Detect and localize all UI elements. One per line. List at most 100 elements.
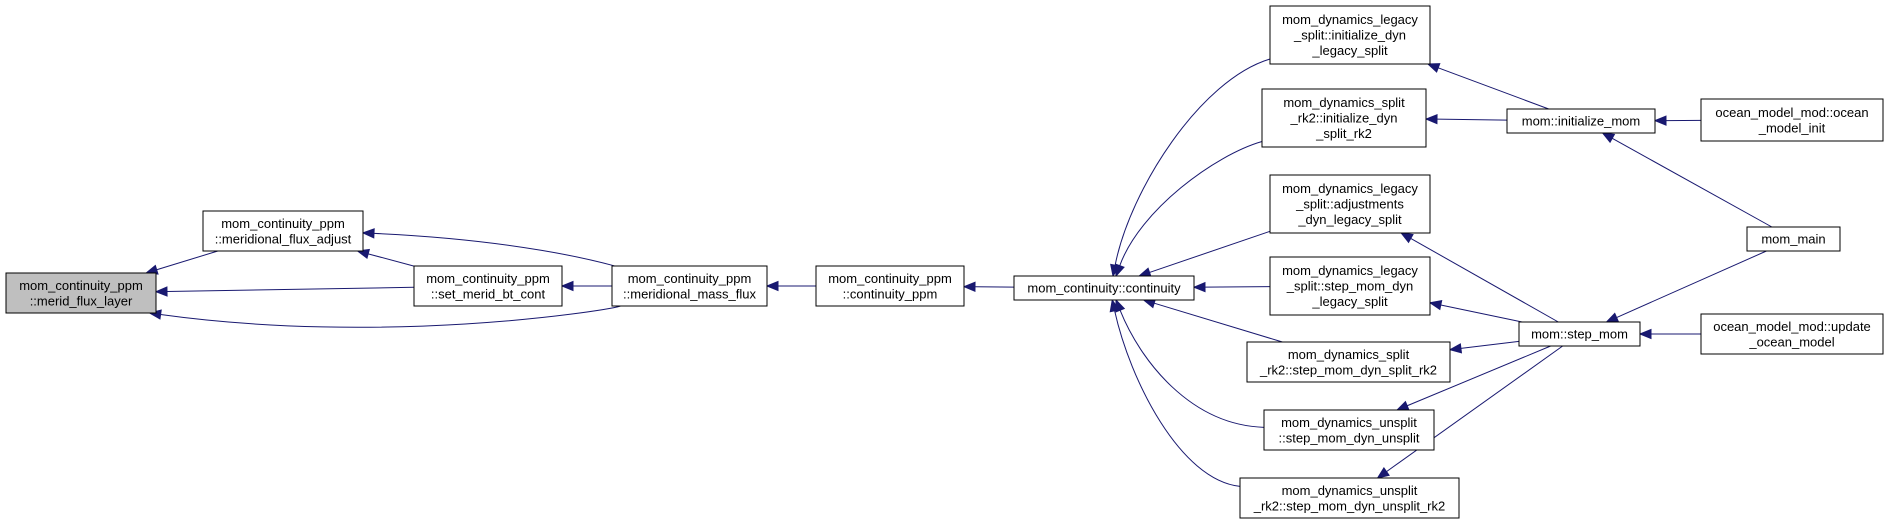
node-label-line: mom_main <box>1761 232 1825 247</box>
node-box <box>1518 321 1641 347</box>
edge-step_mom_dyn_unsplit_rk2-to-continuity <box>1109 298 1241 487</box>
node-mom-main[interactable]: mom_main <box>1746 226 1841 252</box>
node-label-line: mom_continuity_ppm <box>19 278 143 293</box>
node-label-line: _rk2::step_mom_dyn_split_rk2 <box>1259 362 1437 377</box>
edge-mom_main-to-initialize_mom <box>1601 132 1773 228</box>
node-set-merid-bt-cont[interactable]: mom_continuity_ppm::set_merid_bt_cont <box>413 265 563 307</box>
edge-meridional_mass_flux-to-meridional_flux_adjust <box>361 228 616 267</box>
node-continuity[interactable]: mom_continuity::continuity <box>1013 275 1195 301</box>
arrowhead <box>1605 312 1620 323</box>
edge-line <box>1386 345 1563 473</box>
edge-step_mom-to-step_mom_dyn_split_rk2 <box>1448 340 1520 354</box>
edge-line <box>1440 304 1523 323</box>
node-label-line: ::step_mom_dyn_unsplit <box>1279 430 1420 445</box>
edge-line <box>1119 141 1263 266</box>
node-adjustments-dyn-legacy-split[interactable]: mom_dynamics_legacy_split::adjustments_d… <box>1269 174 1431 234</box>
edge-line <box>1616 250 1767 318</box>
node-box <box>1269 5 1431 65</box>
node-label-line: mom::step_mom <box>1531 327 1628 342</box>
nodes-layer: mom_continuity_ppm::merid_flux_layermom_… <box>5 5 1884 519</box>
edge-initialize_mom-to-initialize_dyn_legacy_split <box>1426 63 1549 110</box>
node-initialize-dyn-legacy-split[interactable]: mom_dynamics_legacy_split::initialize_dy… <box>1269 5 1431 65</box>
node-label-line: mom_dynamics_legacy <box>1282 263 1418 278</box>
node-box <box>202 210 364 252</box>
arrowhead <box>765 280 779 292</box>
node-box <box>413 265 563 307</box>
node-step-mom-dyn-legacy-split[interactable]: mom_dynamics_legacy_split::step_mom_dyn_… <box>1269 256 1431 316</box>
node-box <box>1013 275 1195 301</box>
node-meridional-flux-adjust[interactable]: mom_continuity_ppm::meridional_flux_adju… <box>202 210 364 252</box>
node-box <box>1700 98 1884 142</box>
edge-line <box>1460 340 1520 349</box>
node-step-mom-dyn-unsplit[interactable]: mom_dynamics_unsplit::step_mom_dyn_unspl… <box>1263 409 1435 451</box>
edge-line <box>1406 345 1551 407</box>
arrowhead <box>1448 343 1463 354</box>
node-label-line: _dyn_legacy_split <box>1297 212 1402 227</box>
node-label-line: mom::initialize_mom <box>1522 114 1640 129</box>
arrowhead <box>1400 232 1414 244</box>
node-label-line: _split::initialize_dyn <box>1293 28 1406 43</box>
arrowhead <box>962 281 976 293</box>
edge-set_merid_bt_cont-to-meridional_flux_adjust <box>356 248 415 267</box>
node-label-line: ::meridional_flux_adjust <box>215 231 352 246</box>
node-box <box>1269 174 1431 234</box>
edge-line <box>368 253 415 267</box>
node-step-mom[interactable]: mom::step_mom <box>1518 321 1641 347</box>
edge-mom_main-to-step_mom <box>1605 250 1767 323</box>
node-merid-flux-layer[interactable]: mom_continuity_ppm::merid_flux_layer <box>5 272 157 314</box>
node-label-line: mom_continuity_ppm <box>628 271 752 286</box>
edge-ocean_model_init-to-initialize_mom <box>1653 115 1702 126</box>
arrowhead <box>1137 267 1152 278</box>
node-ocean-model-init[interactable]: ocean_model_mod::ocean_model_init <box>1700 98 1884 142</box>
edge-adjustments_dyn_legacy_split-to-continuity <box>1137 230 1271 278</box>
node-label-line: ::meridional_mass_flux <box>623 286 756 301</box>
node-label-line: _split::adjustments <box>1295 197 1404 212</box>
edge-line <box>1114 58 1271 266</box>
edge-line <box>1154 302 1283 343</box>
arrowhead <box>560 280 574 292</box>
edge-meridional_mass_flux-to-merid_flux_layer <box>148 305 621 328</box>
arrowhead <box>1115 263 1125 278</box>
edge-set_merid_bt_cont-to-merid_flux_layer <box>154 286 415 297</box>
node-box <box>1246 341 1451 383</box>
node-label-line: _split::step_mom_dyn <box>1286 279 1413 294</box>
edge-initialize_dyn_split_rk2-to-continuity <box>1115 141 1263 278</box>
node-label-line: _rk2::initialize_dyn <box>1290 111 1398 126</box>
arrowhead <box>154 286 168 297</box>
node-label-line: mom_dynamics_legacy <box>1282 181 1418 196</box>
edge-line <box>156 250 218 271</box>
node-label-line: _split_rk2 <box>1315 126 1372 141</box>
node-label-line: mom_dynamics_split <box>1283 95 1405 110</box>
node-initialize-dyn-split-rk2[interactable]: mom_dynamics_split_rk2::initialize_dyn_s… <box>1261 88 1427 148</box>
edge-line <box>373 232 616 267</box>
node-update-ocean-model[interactable]: ocean_model_mod::update_ocean_model <box>1700 313 1884 355</box>
node-box <box>1261 88 1427 148</box>
node-box <box>1263 409 1435 451</box>
node-meridional-mass-flux[interactable]: mom_continuity_ppm::meridional_mass_flux <box>611 265 768 307</box>
arrowhead <box>1376 467 1390 479</box>
node-label-line: ocean_model_mod::update <box>1713 319 1871 334</box>
node-label-line: ::continuity_ppm <box>843 286 938 301</box>
edge-line <box>160 305 621 328</box>
node-label-line: ocean_model_mod::ocean <box>1715 105 1868 120</box>
edge-step_mom_dyn_split_rk2-to-continuity <box>1142 298 1283 343</box>
node-label-line: mom_continuity_ppm <box>221 216 345 231</box>
edge-line <box>1149 230 1271 273</box>
node-box <box>5 272 157 314</box>
node-initialize-mom[interactable]: mom::initialize_mom <box>1506 108 1656 134</box>
node-label-line: mom_dynamics_unsplit <box>1281 415 1417 430</box>
edge-step_mom_dyn_unsplit-to-continuity <box>1115 298 1265 428</box>
edges-layer <box>144 58 1773 487</box>
node-box <box>815 265 965 307</box>
node-continuity-ppm[interactable]: mom_continuity_ppm::continuity_ppm <box>815 265 965 307</box>
node-step-mom-dyn-split-rk2[interactable]: mom_dynamics_split_rk2::step_mom_dyn_spl… <box>1246 341 1451 383</box>
node-step-mom-dyn-unsplit-rk2[interactable]: mom_dynamics_unsplit_rk2::step_mom_dyn_u… <box>1239 477 1460 519</box>
node-label-line: _legacy_split <box>1311 43 1388 58</box>
edge-update_ocean_model-to-step_mom <box>1638 328 1701 340</box>
edge-line <box>1611 137 1773 228</box>
edge-line <box>1410 237 1559 323</box>
node-label-line: mom_dynamics_unsplit <box>1282 483 1418 498</box>
node-label-line: mom_dynamics_split <box>1288 347 1410 362</box>
arrowhead <box>361 228 375 239</box>
edge-meridional_mass_flux-to-set_merid_bt_cont <box>560 280 612 292</box>
